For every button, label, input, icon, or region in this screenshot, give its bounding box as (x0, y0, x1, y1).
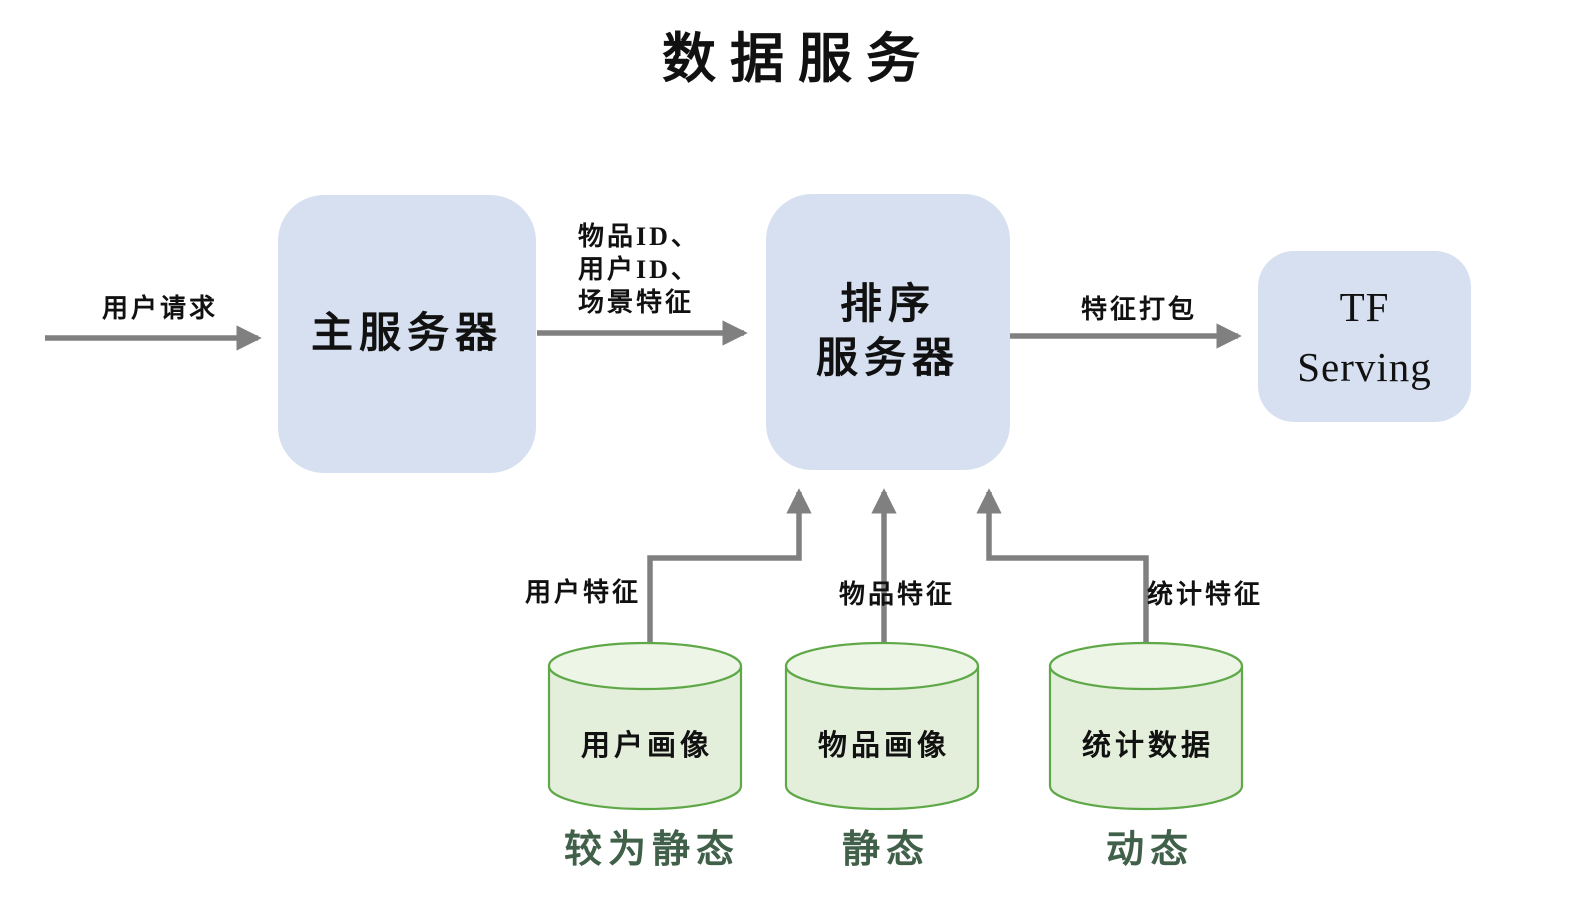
edge-label-rank-input: 物品ID、 用户ID、 场景特征 (578, 220, 700, 319)
db-item-profile-caption: 静态 (841, 829, 931, 871)
node-tf-serving: TF Serving (1258, 251, 1471, 422)
edge-label-user-feature: 用户特征 (524, 578, 642, 607)
db-user-profile-caption: 较为静态 (563, 829, 741, 871)
edge-label-rank-input-line1: 物品ID、 (578, 222, 700, 251)
db-user-profile-label: 用户画像 (580, 730, 714, 762)
edge-label-rank-input-line2: 用户ID、 (578, 255, 700, 284)
rank-server-label-line2: 服务器 (815, 336, 960, 382)
arrow-user-feature (647, 488, 812, 662)
edge-label-feature-pack: 特征打包 (1080, 295, 1198, 324)
db-statistics-cylinder (1048, 641, 1244, 811)
db-item-profile-cylinder (784, 641, 980, 811)
tf-serving-label-line1: TF (1339, 283, 1390, 330)
edge-label-stat-feature: 统计特征 (1146, 580, 1264, 609)
arrow-stat-feature (976, 488, 1149, 662)
db-statistics-caption: 动态 (1105, 829, 1195, 871)
db-item-profile-label: 物品画像 (817, 730, 951, 762)
edge-label-user-request: 用户请求 (101, 294, 219, 323)
edge-label-item-feature: 物品特征 (838, 580, 956, 609)
rank-server-label-line1: 排序 (839, 282, 936, 328)
main-server-label: 主服务器 (310, 311, 503, 357)
node-rank-server: 排序 服务器 (766, 194, 1010, 470)
db-statistics-label: 统计数据 (1081, 730, 1215, 762)
edge-label-rank-input-line3: 场景特征 (578, 288, 695, 317)
diagram-title: 数据服务 (662, 29, 934, 89)
tf-serving-label-line2: Serving (1297, 343, 1432, 390)
db-user-profile-cylinder (547, 641, 743, 811)
node-main-server: 主服务器 (278, 195, 536, 473)
